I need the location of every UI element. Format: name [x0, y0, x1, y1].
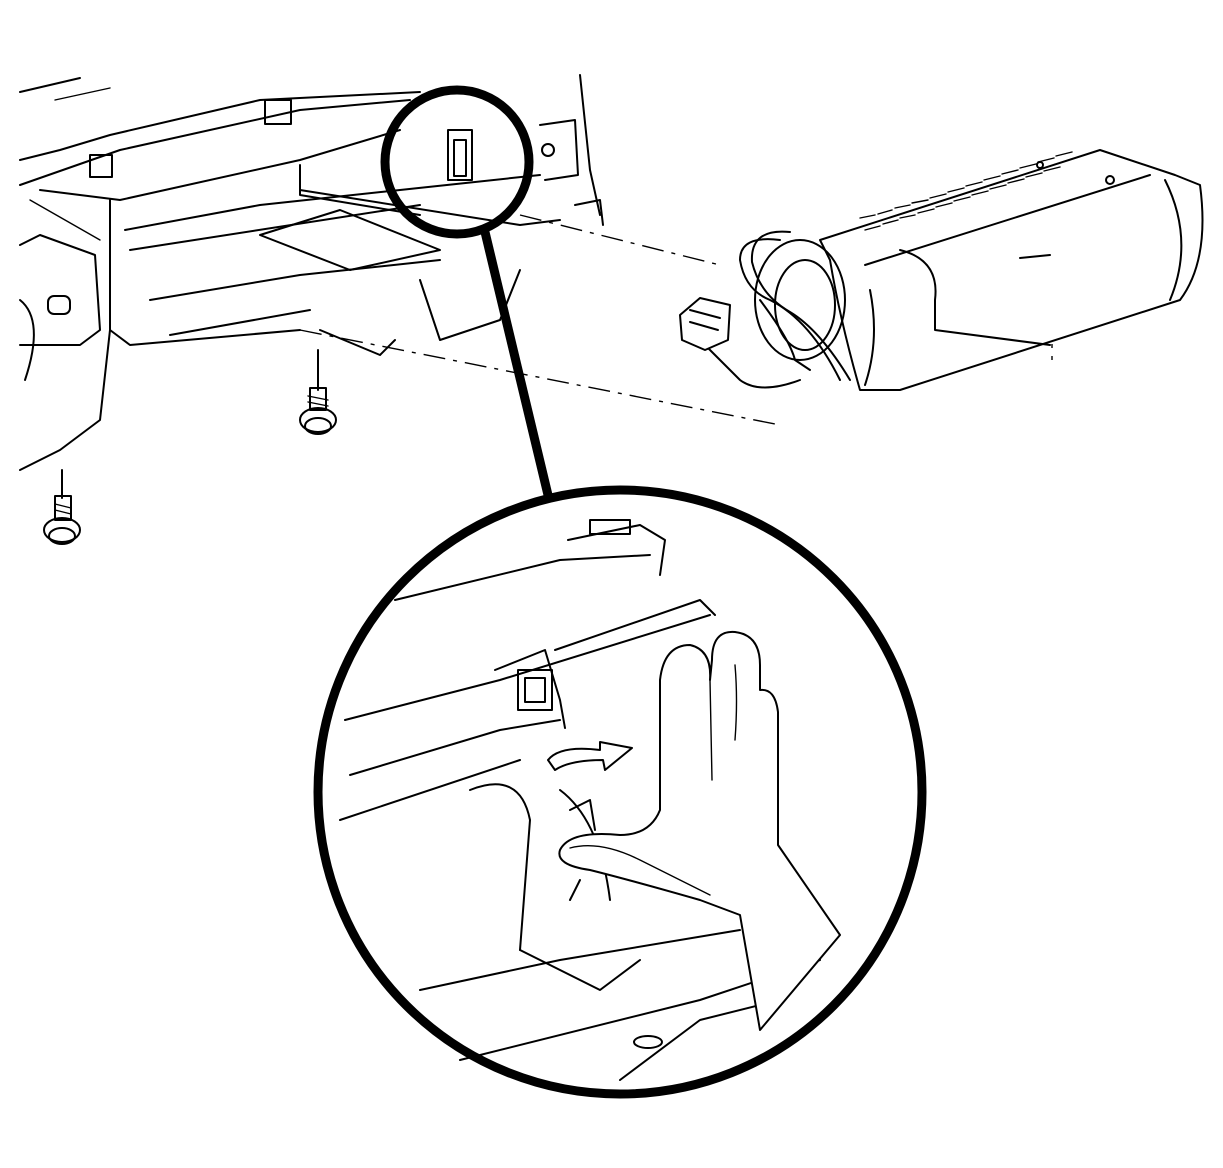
alignment-line-upper [519, 214, 721, 266]
hand-illustration [558, 630, 841, 1031]
rotate-arrow-icon [547, 741, 633, 771]
bolt-upper [299, 349, 337, 435]
airbag-connector [679, 297, 731, 351]
airbag-wiring-harness [699, 230, 851, 389]
airbag-vent-slots [859, 151, 1073, 231]
detail-leader-line [480, 230, 553, 497]
zoom-detail-view [313, 485, 927, 1099]
retainer-tab-detail-circle [380, 85, 555, 239]
airbag-module [819, 149, 1204, 391]
instrument-panel-carrier [19, 74, 604, 471]
bolt-lower [43, 469, 81, 545]
